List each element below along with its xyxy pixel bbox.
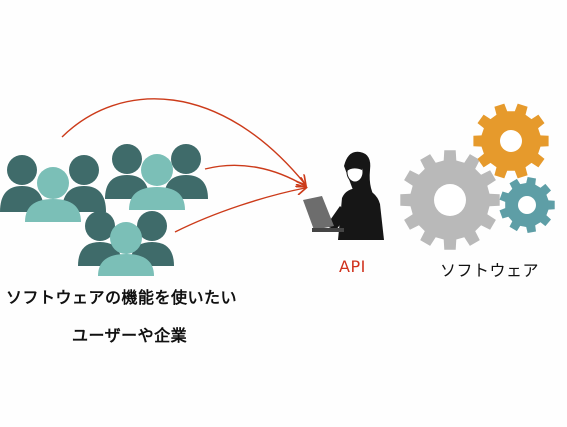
request-arrows xyxy=(61,98,305,233)
gear-teal-hole xyxy=(518,196,536,214)
users-caption-line2: ユーザーや企業 xyxy=(72,326,188,345)
api-label: API xyxy=(339,257,366,276)
arrow-from-middle-group xyxy=(204,164,305,186)
user-group-bottom-icon xyxy=(78,211,174,276)
api-person-icon xyxy=(303,151,384,240)
software-label: ソフトウェア xyxy=(440,261,540,280)
gear-orange-icon xyxy=(473,103,549,179)
user-group-left-icon xyxy=(0,155,106,222)
gear-gray-hole xyxy=(434,184,466,216)
arrow-from-bottom-group xyxy=(174,188,305,233)
gear-orange-hole xyxy=(500,130,522,152)
arrow-from-top-group xyxy=(61,98,305,184)
user-group-right-icon xyxy=(105,144,208,210)
users-caption-line1: ソフトウェアの機能を使いたい xyxy=(6,288,238,307)
gear-teal-icon xyxy=(499,177,555,233)
gear-gray-icon xyxy=(400,150,500,250)
laptop-icon xyxy=(303,196,334,230)
